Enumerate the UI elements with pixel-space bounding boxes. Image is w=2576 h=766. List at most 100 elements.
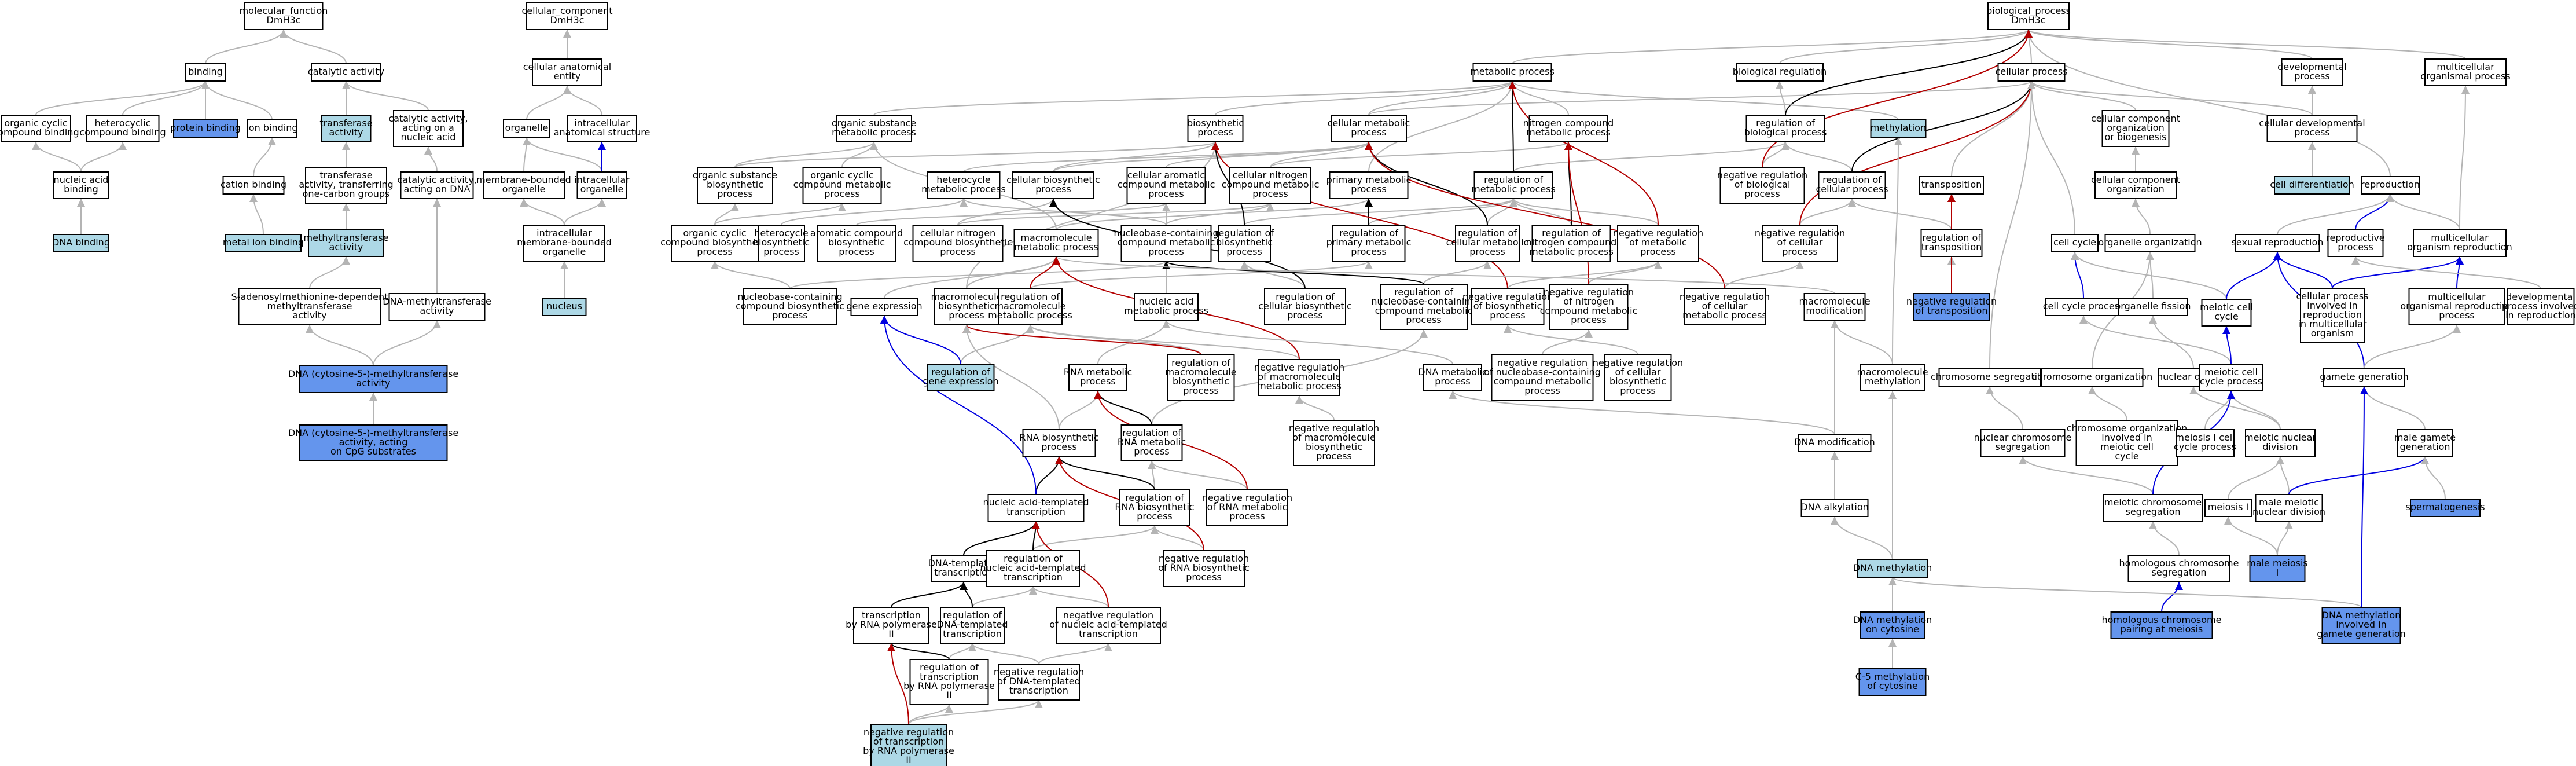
relation-edge (1986, 386, 2023, 430)
relation-edge (1211, 141, 1508, 289)
term-label-line: transcription (862, 610, 921, 621)
term-box (567, 115, 637, 142)
relation-edge (1512, 29, 2033, 64)
term-label-line: process (1134, 446, 1169, 457)
relation-edge (122, 80, 210, 116)
term-label-line: regulation of (920, 662, 979, 673)
term-box (222, 176, 285, 195)
term-label-line: activity, acting (339, 437, 408, 448)
term-label-line: process (1744, 188, 1780, 199)
term-label-line: II (888, 628, 894, 639)
relation-edge (1588, 261, 1662, 285)
term-box (2507, 288, 2575, 325)
relation-edge (2277, 521, 2293, 556)
term-label-line: cellular nitrogen (920, 228, 996, 239)
term-label-line: process (2439, 310, 2474, 321)
relation-edge (280, 29, 347, 64)
term-label-line: RNA metabolic (1064, 366, 1132, 377)
term-label-line: II (906, 754, 911, 765)
term-label-line: biosynthetic (707, 179, 763, 190)
term-label-line: multicellular (2431, 232, 2489, 243)
term-box (1798, 434, 1872, 452)
term-label-line: sexual reproduction (2232, 237, 2324, 248)
term-label-line: nitrogen compound (1526, 237, 1617, 248)
relation-edge (887, 643, 950, 660)
term-box (1684, 288, 1766, 325)
term-label-line: organic substance (832, 118, 916, 129)
term-label-line: biosynthetic (1216, 237, 1273, 248)
relation-edge (309, 256, 350, 289)
term-box (1187, 115, 1244, 142)
term-label-line: binding (188, 66, 223, 77)
term-box (1293, 420, 1375, 466)
relation-edge (563, 85, 602, 116)
term-box (1736, 63, 1824, 82)
term-label-line: transcription (1006, 506, 1065, 517)
term-label-line: heterocycle (936, 174, 990, 185)
term-label-line: metabolic process (988, 310, 1072, 321)
term-label-line: gene expression (846, 300, 922, 311)
term-box (1919, 176, 1984, 195)
term-box (225, 234, 302, 252)
term-label-line: negative regulation (1613, 228, 1703, 239)
term-box (1119, 489, 1190, 526)
term-label-line: reproduction (2361, 179, 2420, 190)
term-label-line: pairing at meiosis (2121, 624, 2203, 635)
term-label-line: nucleic acid (54, 174, 109, 185)
term-label-line: process (772, 310, 807, 321)
term-label-line: negative regulation (1593, 357, 1683, 368)
term-label-line: macromolecule (1020, 232, 1092, 243)
term-label-line: organic cyclic (810, 170, 873, 181)
term-node-chromorg: chromosome organization (2032, 368, 2152, 387)
term-label-line: gene expression (923, 376, 998, 387)
term-box (802, 167, 882, 204)
relation-edge (1508, 80, 1517, 173)
term-label-line: in multicellular (2298, 318, 2366, 329)
term-box (1938, 368, 2041, 387)
term-label-line: regulation of (1394, 287, 1453, 298)
relation-edge (1504, 324, 1638, 355)
relation-edge (1368, 80, 1516, 173)
term-label-line: activity (329, 241, 363, 252)
term-label-line: metabolic process (1014, 241, 1098, 252)
term-label-line: negative regulation (863, 727, 954, 738)
term-box (1860, 364, 1925, 391)
term-label-line: compound metabolic (1375, 305, 1473, 316)
term-label-line: of transposition (1915, 305, 1987, 316)
term-label-line: negative regulation (1202, 492, 1292, 503)
term-box (1745, 115, 1825, 142)
term-label-line: of macromolecule (1258, 371, 1341, 382)
term-label-line: nuclear chromosome (1974, 432, 2072, 443)
term-label-line: process (1287, 310, 1322, 321)
relation-edge (711, 261, 791, 289)
term-label-line: segregation (1995, 441, 2050, 452)
term-label-line: DmH3c (550, 14, 585, 25)
term-node-binding: binding (185, 63, 226, 82)
term-label-line: ion binding (246, 122, 297, 133)
relation-edge (80, 141, 127, 173)
term-label-line: negative regulation (1497, 357, 1588, 368)
term-box (1858, 668, 1927, 696)
relation-edge (949, 643, 976, 660)
relation-edge (1368, 80, 2035, 116)
term-label-line: by RNA polymerase (846, 619, 937, 630)
relation-edge (714, 203, 846, 226)
term-box (2041, 368, 2144, 387)
